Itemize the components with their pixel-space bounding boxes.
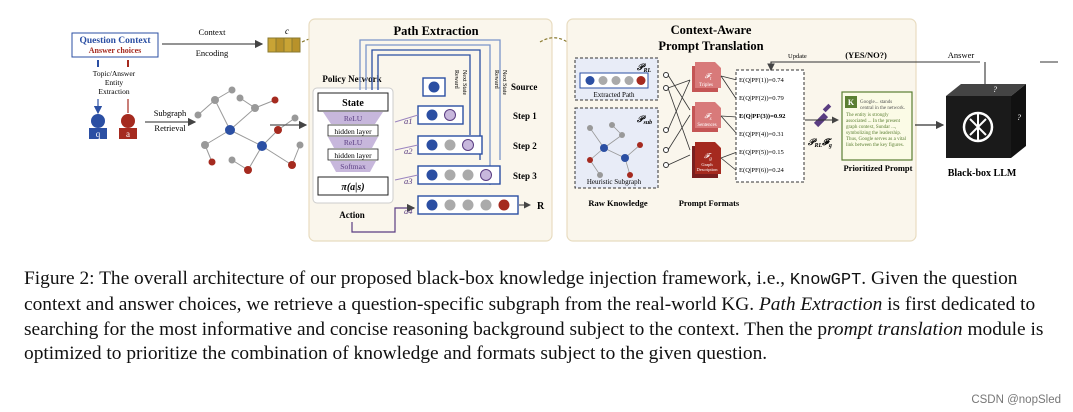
figure-caption: Figure 2: The overall architecture of ou… (24, 267, 1054, 367)
heuristic-graph (587, 122, 643, 178)
architecture-figure: Question Context Answer choices Topic/An… (71, 18, 1058, 242)
prl-fg-label: 𝒫RL𝓕g (807, 137, 832, 149)
caption-italic-2: rompt translation (827, 318, 963, 340)
context-label: Context (199, 27, 227, 37)
action-a1: a1 (404, 116, 413, 126)
topic-entity-line1: Topic/Answer (93, 69, 136, 78)
reward-label-2: Reward (493, 70, 499, 89)
caption-label: Figure 2: (24, 268, 100, 289)
extracted-path-label: Extracted Path (593, 91, 635, 99)
svg-text:?: ? (993, 85, 997, 94)
caption-text-3: is first dedicated to searching for the … (24, 294, 1036, 340)
caption-system-name: KnowGPT (789, 271, 862, 290)
path-extraction-title: Path Extraction (393, 24, 478, 38)
step2-label: Step 2 (513, 141, 537, 151)
step-box-2 (417, 135, 483, 155)
step1-label: Step 1 (513, 111, 537, 121)
svg-text:K: K (848, 98, 855, 107)
yes-no-label: (YES/NO?) (845, 50, 887, 60)
policy-label: π(a|s) (341, 182, 364, 193)
caption-text-4: module is optimized to prioritize the co… (24, 318, 1044, 365)
score-1: E(Q|PF(1))=0.74 (739, 77, 784, 84)
step3-label: Step 3 (513, 171, 537, 181)
state-label: State (342, 98, 364, 109)
score-3: E(Q|PF(3))=0.92 (739, 113, 786, 120)
sentences-doc: 𝓕s Sentences (692, 102, 721, 132)
action-label: Action (339, 210, 365, 220)
triples-doc: 𝓕t Triples (692, 62, 721, 92)
next-state-label-2: Next State (501, 70, 507, 95)
svg-text:link between the key figures.: link between the key figures. (846, 143, 904, 148)
svg-text:Triples: Triples (699, 83, 713, 88)
svg-text:Sentences: Sentences (697, 123, 716, 128)
caption-text-2: . Given the question context and answer … (24, 268, 1018, 316)
question-context-box (71, 32, 159, 58)
update-label: Update (788, 53, 807, 60)
prompt-translation-title-1: Context-Aware (671, 23, 752, 37)
question-context-label: Question Context (80, 36, 152, 46)
softmax-label: Softmax (340, 162, 366, 171)
svg-text:associated ... In the present: associated ... In the present (846, 119, 901, 124)
svg-text:Google... stands: Google... stands (860, 100, 892, 105)
relu2-label: ReLU (344, 138, 363, 147)
svg-text:Description: Description (697, 167, 719, 172)
watermark: CSDN @nopSled (971, 394, 1061, 406)
topic-entity-line2: Entity (105, 78, 124, 87)
a-node (121, 114, 135, 128)
step-box-4 (417, 195, 519, 215)
q-node (91, 114, 105, 128)
svg-text:symbolizing the leadership.: symbolizing the leadership. (846, 131, 901, 136)
action-a3: a3 (404, 176, 413, 186)
policy-network-label: Policy Network (322, 74, 381, 84)
svg-text:central in the network.: central in the network. (860, 106, 905, 111)
svg-text:𝓕s: 𝓕s (704, 112, 712, 122)
hidden2-label: hidden layer (334, 151, 372, 160)
subgraph-label: Subgraph (154, 108, 187, 118)
prompt-formats-label: Prompt Formats (679, 198, 740, 208)
relu1-label: ReLU (344, 114, 363, 123)
score-2: E(Q|PF(2))=0.79 (739, 95, 784, 102)
svg-text:Thus, Google serves as a vital: Thus, Google serves as a vital (846, 137, 907, 142)
c-label: c (285, 26, 289, 36)
svg-text:?: ? (1017, 113, 1021, 122)
score-6: E(Q|PF(6))=0.24 (739, 167, 784, 174)
step-box-3 (417, 165, 501, 185)
next-state-label-1: Next State (461, 70, 467, 95)
blackbox-llm-label: Black-box LLM (948, 168, 1017, 179)
topic-entity-line3: Extraction (98, 87, 129, 96)
q-label: q (96, 129, 101, 139)
answer-label: Answer (948, 50, 975, 60)
score-4: E(Q|PF(4))=0.31 (739, 131, 784, 138)
graph-description-doc: 𝓕g Graph Description (692, 142, 721, 178)
reward-label-1: Reward (453, 70, 459, 89)
knowledge-subgraph (194, 86, 304, 174)
svg-text:The entity is strongly: The entity is strongly (846, 113, 889, 118)
score-5: E(Q|PF(5))=0.15 (739, 149, 784, 156)
score-list (735, 69, 805, 183)
raw-knowledge-label: Raw Knowledge (588, 198, 647, 208)
retrieval-label: Retrieval (154, 123, 186, 133)
encoding-label: Encoding (196, 48, 229, 58)
action-a4: a4 (404, 206, 413, 216)
caption-italic-1: Path Extraction (758, 294, 883, 316)
a-label: a (126, 129, 130, 139)
prompt-translation-title-2: Prompt Translation (658, 39, 763, 53)
answer-choices-label: Answer choices (89, 46, 142, 55)
prioritized-prompt-label: Prioritized Prompt (843, 163, 912, 173)
svg-text:𝓕g: 𝓕g (704, 152, 712, 162)
heuristic-subgraph-label: Heuristic Subgraph (587, 178, 642, 186)
caption-text-1: The overall architecture of our proposed… (99, 268, 790, 289)
svg-text:Graph: Graph (701, 162, 713, 167)
svg-text:graph context, Sundar ...,: graph context, Sundar ..., (846, 125, 896, 130)
r-label: R (537, 201, 545, 212)
hidden1-label: hidden layer (334, 127, 372, 136)
source-label: Source (511, 82, 537, 92)
blackbox-llm-cube: ? ? (946, 84, 1026, 158)
step-box-1 (417, 105, 464, 125)
action-a2: a2 (404, 146, 413, 156)
svg-text:𝓕t: 𝓕t (705, 72, 713, 82)
